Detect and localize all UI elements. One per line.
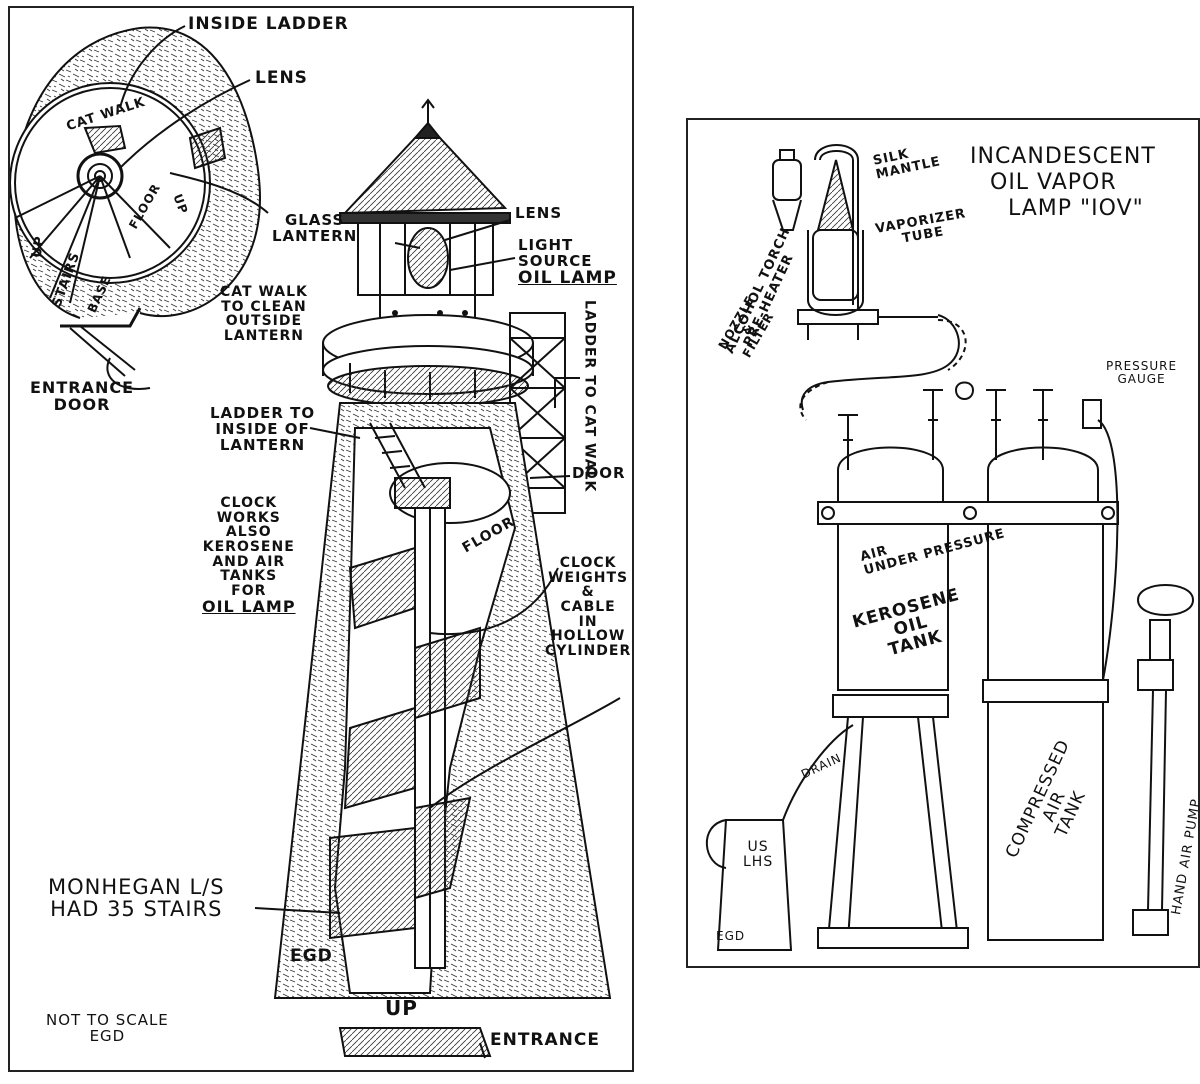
label-clock-works-line6: TANKS	[220, 568, 278, 585]
label-ladder-to-inside-line1: LADDER TO	[210, 404, 316, 422]
label-clock-weights-line2: WEIGHTS	[548, 569, 629, 586]
label-glass-lantern-line2: LANTERN	[272, 226, 358, 245]
label-entrance-door-line1: ENTRANCE	[30, 378, 134, 397]
label-clock-weights-line4: CABLE	[560, 599, 616, 616]
label-glass-lantern-line1: GLASS	[284, 211, 345, 229]
label-cat-walk-clean: CAT WALK TO CLEAN OUTSIDE LANTERN	[220, 285, 308, 344]
label-not-to-scale-line1: NOT TO SCALE	[46, 1011, 169, 1029]
label-egd-tower: EGD	[290, 946, 333, 966]
label-us-lhs-line1: US	[747, 839, 769, 855]
label-clock-works-line1: CLOCK	[220, 495, 278, 511]
label-ladder-to-cat-walk: LADDER TO CAT WALK	[581, 300, 598, 493]
label-clock-weights-line6: HOLLOW	[550, 628, 626, 645]
label-door: DOOR	[572, 464, 626, 482]
label-lamp-title-line2: OIL VAPOR	[990, 169, 1117, 195]
lamp-panel: INCANDESCENT OIL VAPOR LAMP "IOV" ALCOHO…	[686, 118, 1200, 968]
leader-lines	[106, 25, 621, 1059]
label-clock-works-line7: FOR	[231, 583, 267, 600]
label-us-lhs: US LHS	[743, 840, 773, 869]
label-ladder-to-inside-line2: INSIDE OF	[215, 419, 310, 438]
label-cat-walk-clean-line3: OUTSIDE	[225, 313, 303, 330]
label-not-to-scale-line2: EGD	[89, 1026, 126, 1045]
label-entrance: ENTRANCE	[490, 1030, 600, 1050]
label-up-tower: UP	[385, 996, 418, 1020]
plan-view	[10, 26, 262, 377]
label-pressure-gauge-line1: PRESSURE	[1106, 359, 1178, 373]
label-clock-works-line3: ALSO	[225, 524, 272, 541]
label-glass-lantern: GLASS LANTERN	[272, 211, 358, 245]
label-lamp-title: INCANDESCENT OIL VAPOR LAMP "IOV"	[970, 144, 1156, 222]
label-ladder-to-inside-line3: LANTERN	[219, 435, 306, 454]
label-ladder-to-inside: LADDER TO INSIDE OF LANTERN	[210, 404, 316, 454]
label-clock-weights-line7: CYLINDER	[545, 643, 632, 660]
label-clock-works-line4: KEROSENE	[202, 539, 295, 556]
label-lens-plan: LENS	[255, 68, 308, 88]
label-cat-walk-clean-line4: LANTERN	[223, 328, 304, 345]
label-lamp-title-line3: LAMP "IOV"	[1008, 195, 1144, 221]
label-light-source-line1: LIGHT	[518, 236, 574, 254]
label-lamp-title-line1: INCANDESCENT	[970, 144, 1156, 169]
label-monhegan: MONHEGAN L/S HAD 35 STAIRS	[48, 876, 225, 920]
label-clock-works: CLOCK WORKS ALSO KEROSENE AND AIR TANKS …	[202, 496, 296, 616]
label-pressure-gauge: PRESSURE GAUGE	[1106, 360, 1177, 385]
label-clock-works-line5: AND AIR	[212, 553, 286, 570]
label-lens-tower: LENS	[515, 204, 563, 222]
label-clock-weights: CLOCK WEIGHTS & CABLE IN HOLLOW CYLINDER	[545, 556, 631, 659]
lamp-assembly	[705, 144, 1195, 951]
label-pressure-gauge-line2: GAUGE	[1117, 371, 1166, 386]
label-clock-weights-line1: CLOCK	[559, 555, 617, 571]
lighthouse-panel: INSIDE LADDER LENS CAT WALK FLOOR UP UP …	[8, 6, 634, 1072]
label-inside-ladder: INSIDE LADDER	[188, 14, 349, 34]
label-clock-weights-line5: IN	[578, 613, 598, 630]
label-monhegan-line2: HAD 35 STAIRS	[50, 897, 223, 922]
label-light-source: LIGHT SOURCE OIL LAMP	[518, 236, 617, 288]
label-cat-walk-clean-line1: CAT WALK	[220, 284, 308, 300]
label-clock-works-line8: OIL LAMP	[202, 596, 296, 616]
label-clock-works-line2: WORKS	[216, 509, 281, 526]
label-egd-lamp: EGD	[716, 929, 746, 943]
label-light-source-line3: OIL LAMP	[518, 267, 617, 288]
label-monhegan-line1: MONHEGAN L/S	[48, 875, 225, 899]
label-clock-weights-line3: &	[581, 584, 595, 601]
lighthouse-tower	[273, 98, 612, 1057]
label-entrance-door-line2: DOOR	[53, 394, 111, 414]
label-cat-walk-clean-line2: TO CLEAN	[221, 298, 307, 315]
label-light-source-line2: SOURCE	[518, 251, 593, 270]
label-us-lhs-line2: LHS	[743, 853, 774, 870]
lighthouse-drawing	[10, 25, 621, 1059]
lamp-drawing	[705, 144, 1195, 951]
label-not-to-scale: NOT TO SCALE EGD	[46, 1011, 169, 1045]
label-entrance-door: ENTRANCE DOOR	[30, 378, 134, 414]
